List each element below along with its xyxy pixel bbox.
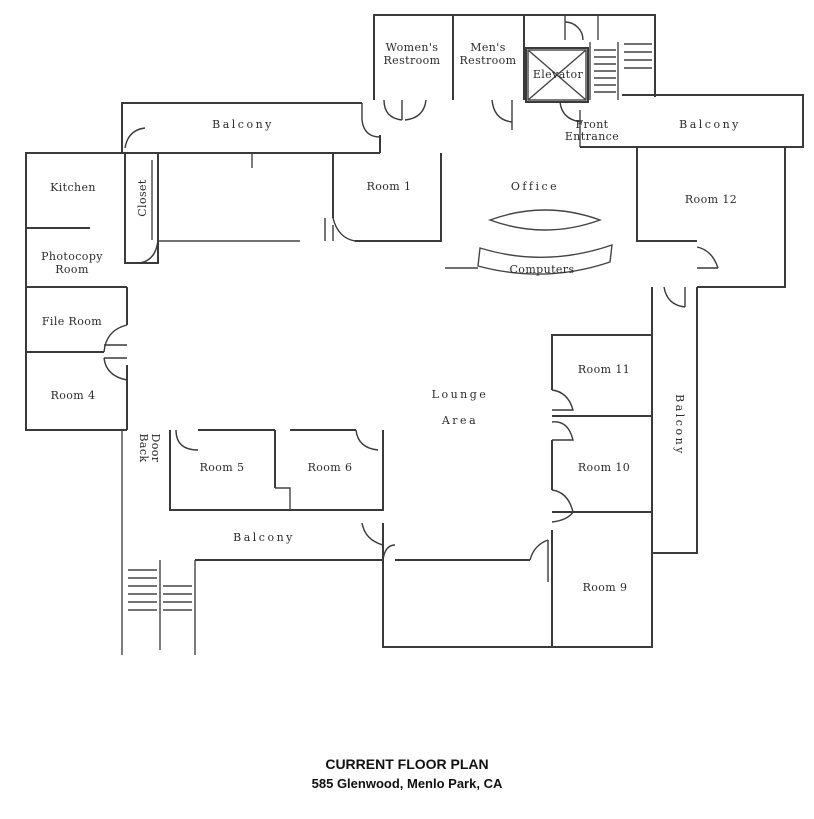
office-label: Office xyxy=(511,180,559,193)
closet-label: Closet xyxy=(136,179,149,217)
room9-label: Room 9 xyxy=(583,581,628,594)
mens-restroom-label-2: Restroom xyxy=(460,54,517,67)
photocopy-label-2: Room xyxy=(55,263,89,276)
back-door-label-1: Back xyxy=(137,433,150,462)
kitchen-label: Kitchen xyxy=(50,181,96,194)
balcony-east xyxy=(651,286,698,554)
stairs-top xyxy=(564,15,652,100)
left-rooms xyxy=(25,152,128,431)
restroom-block xyxy=(373,14,656,103)
womens-restroom-label-2: Restroom xyxy=(384,54,441,67)
front-entrance-label-1: Front xyxy=(575,118,608,131)
balcony-east-label: Balcony xyxy=(673,394,686,456)
room10-label: Room 10 xyxy=(578,461,630,474)
mens-restroom-label-1: Men's xyxy=(470,41,506,54)
room1-label: Room 1 xyxy=(367,180,412,193)
balcony-bottom-label: Balcony xyxy=(233,531,295,544)
front-entrance-label-2: Entrance xyxy=(565,130,619,143)
room5-label: Room 5 xyxy=(200,461,245,474)
file-room-label: File Room xyxy=(42,315,102,328)
balcony-top-left xyxy=(121,102,381,154)
room11-label: Room 11 xyxy=(578,363,630,376)
room6-label: Room 6 xyxy=(308,461,353,474)
balcony-top-right-label: Balcony xyxy=(679,118,741,131)
caption-address: 585 Glenwood, Menlo Park, CA xyxy=(311,776,503,791)
room1-walls xyxy=(324,153,442,242)
area-label: Area xyxy=(441,414,478,427)
south-west-rooms xyxy=(121,429,384,655)
womens-restroom-label-1: Women's xyxy=(386,41,439,54)
photocopy-label-1: Photocopy xyxy=(41,250,103,263)
balcony-top-right xyxy=(579,94,804,148)
computers-label: Computers xyxy=(509,263,574,276)
stairs-bottom xyxy=(128,560,196,655)
lounge-label: Lounge xyxy=(432,388,489,401)
elevator-label: Elevator xyxy=(533,68,584,81)
caption-title: CURRENT FLOOR PLAN xyxy=(325,756,489,772)
back-door-label-2: Door xyxy=(149,434,162,463)
restroom-doors xyxy=(383,99,583,130)
closet xyxy=(124,127,300,264)
room12-walls xyxy=(636,147,786,288)
room12-label: Room 12 xyxy=(685,193,737,206)
room4-label: Room 4 xyxy=(51,389,96,402)
office-furniture xyxy=(445,209,613,275)
balcony-top-left-label: Balcony xyxy=(212,118,274,131)
east-rooms xyxy=(382,334,653,648)
south-room xyxy=(382,539,549,582)
